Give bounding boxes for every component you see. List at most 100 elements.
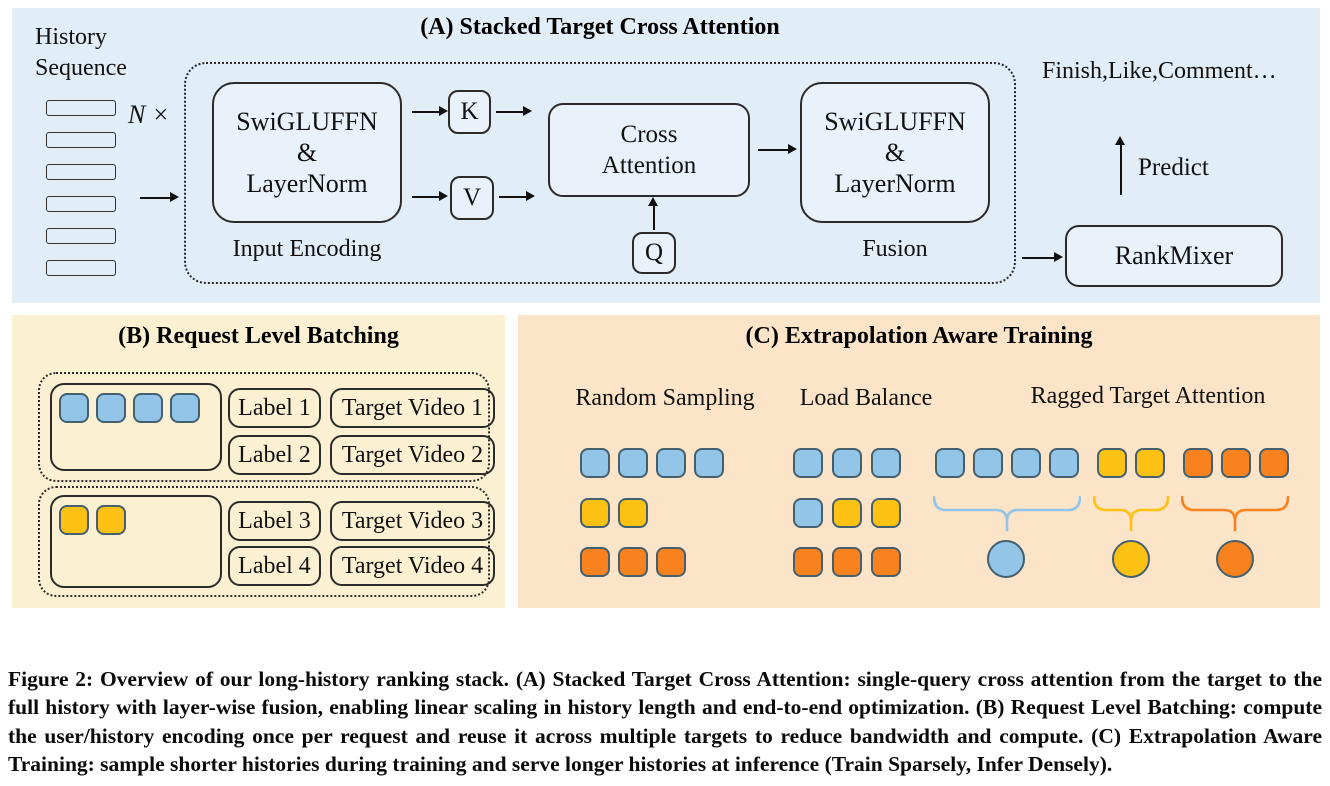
blue-token [793,498,823,528]
arrow-k-to-attention [496,105,532,117]
history-sequence-label: History Sequence [35,24,127,81]
load-balance-row [793,547,901,577]
blue-token [96,393,126,423]
yellow-token [871,498,901,528]
blue-token [793,448,823,478]
k-box: K [448,90,491,134]
history-token-rect [46,228,116,244]
orange-token [618,547,648,577]
history-token-rect [46,100,116,116]
target-video-box: Target Video 3 [330,501,495,541]
yellow-token [618,498,648,528]
outputs-label: Finish,Like,Comment… [1042,58,1277,84]
yellow-group-brace [1093,495,1169,532]
random-sampling-row [580,547,686,577]
blue-token [694,448,724,478]
load-balance-label: Load Balance [799,385,933,411]
target-video-box: Target Video 1 [330,388,495,428]
yellow-token [1135,448,1165,478]
orange-token [580,547,610,577]
yellow-token [59,505,89,535]
ragged-target-attention-label: Ragged Target Attention [1030,383,1266,409]
yellow-pooled-token [1112,540,1150,578]
orange-token [871,547,901,577]
orange-token [1183,448,1213,478]
yellow-token [1097,448,1127,478]
v-box: V [450,176,494,220]
cross-attention-block-outline [184,62,1016,284]
blue-token [1049,448,1079,478]
blue-token [133,393,163,423]
history-token-rect [46,132,116,148]
blue-pooled-token [987,540,1025,578]
blue-group-brace [933,495,1081,532]
blue-token [618,448,648,478]
load-balance-row [793,498,901,528]
blue-token [832,448,862,478]
cross-attention-box: Cross Attention [548,103,750,197]
orange-group-brace [1181,495,1289,532]
orange-token [1259,448,1289,478]
panel-a-title: (A) Stacked Target Cross Attention [420,14,780,40]
panel-request-level-batching: (B) Request Level Batching Label 1 Label… [12,315,505,608]
orange-token [1221,448,1251,478]
label-box: Label 4 [228,546,321,586]
yellow-token [580,498,610,528]
orange-token [656,547,686,577]
arrow-predict [1114,136,1126,195]
arrow-block-to-rankmixer [1022,251,1063,263]
request-group-outline [38,372,490,482]
fusion-encoder-box: SwiGLUFFN & LayerNorm [800,82,990,223]
blue-token [1011,448,1041,478]
ragged-token-group-blue [935,448,1079,478]
load-balance-row [793,448,901,478]
random-sampling-label: Random Sampling [575,385,755,411]
q-box: Q [632,232,676,274]
panel-b-title: (B) Request Level Batching [118,323,399,349]
arrow-history-to-encoder [140,191,179,203]
history-token-row [59,505,126,535]
rankmixer-box: RankMixer [1065,225,1283,287]
orange-pooled-token [1216,540,1254,578]
fusion-label: Fusion [862,236,928,262]
arrow-encoder-to-k [412,105,448,117]
predict-label: Predict [1138,154,1209,181]
history-token-rect [46,164,116,180]
history-encoding-box [50,383,222,471]
figure-caption: Figure 2: Overview of our long-history r… [8,666,1322,777]
label-box: Label 2 [228,435,321,475]
panel-c-title: (C) Extrapolation Aware Training [745,323,1093,349]
history-token-rect [46,196,116,212]
blue-token [973,448,1003,478]
request-group-outline [38,486,490,597]
blue-token [580,448,610,478]
target-video-box: Target Video 2 [330,435,495,475]
label-box: Label 1 [228,388,321,428]
orange-token [832,547,862,577]
blue-token [59,393,89,423]
arrow-q-to-attention [647,197,659,230]
history-token-rect [46,260,116,276]
orange-token [793,547,823,577]
ragged-token-group-orange [1183,448,1289,478]
history-encoding-box [50,495,222,588]
yellow-token [832,498,862,528]
arrow-encoder-to-v [412,190,448,202]
random-sampling-row [580,448,724,478]
arrow-v-to-attention [499,190,535,202]
input-encoder-box: SwiGLUFFN & LayerNorm [212,82,402,223]
yellow-token [96,505,126,535]
blue-token [170,393,200,423]
panel-extrapolation-aware-training: (C) Extrapolation Aware Training Random … [518,315,1320,608]
blue-token [871,448,901,478]
label-box: Label 3 [228,501,321,541]
panel-stacked-target-cross-attention: (A) Stacked Target Cross Attention Histo… [12,8,1320,303]
blue-token [656,448,686,478]
target-video-box: Target Video 4 [330,546,495,586]
n-times-label: N × [128,100,170,129]
history-token-row [59,393,200,423]
random-sampling-row [580,498,648,528]
ragged-token-group-yellow [1097,448,1165,478]
input-encoding-label: Input Encoding [232,236,382,262]
